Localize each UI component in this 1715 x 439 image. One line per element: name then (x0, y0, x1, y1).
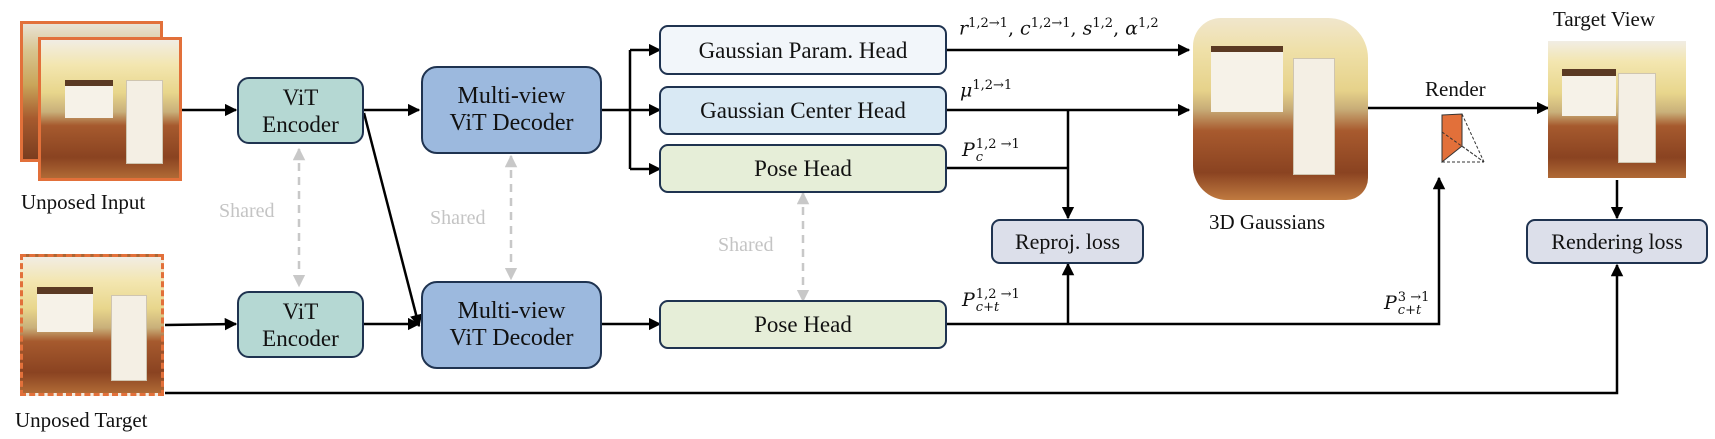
rendering-loss-box: Rendering loss (1526, 219, 1708, 264)
center-head-output-math: μ1,2→1 (960, 78, 1013, 102)
shared-label-encoder: Shared (219, 200, 275, 222)
unposed-input-image (38, 37, 182, 181)
vit-encoder-top-line2: Encoder (262, 111, 339, 137)
vit-encoder-bottom-line2: Encoder (262, 325, 339, 351)
vit-encoder-bottom-line1: ViT (282, 298, 319, 324)
arrow-encoder-top-to-decoder-bottom (362, 112, 423, 328)
gaussian-param-head: Gaussian Param. Head (659, 25, 947, 75)
decoder-bottom-line2: ViT Decoder (449, 325, 574, 351)
unposed-input-label: Unposed Input (21, 190, 146, 214)
3d-gaussians-label: 3D Gaussians (1209, 210, 1326, 234)
vit-encoder-bottom: ViT Encoder (237, 291, 364, 358)
pose-head-top: Pose Head (659, 144, 947, 193)
multiview-vit-decoder-bottom: Multi-view ViT Decoder (421, 281, 602, 369)
vit-encoder-top-line1: ViT (282, 84, 319, 110)
target-view-label: Target View (1553, 7, 1656, 31)
pose-head-bottom: Pose Head (659, 300, 947, 349)
3d-gaussians-image (1193, 18, 1368, 200)
shared-label-decoder: Shared (430, 207, 486, 229)
line-decoder-top-fork (601, 50, 632, 169)
vit-encoder-top: ViT Encoder (237, 77, 364, 144)
decoder-top-line1: Multi-view (457, 83, 566, 109)
gaussian-center-head: Gaussian Center Head (659, 86, 947, 135)
decoder-top-line2: ViT Decoder (449, 110, 574, 136)
reproj-loss-box: Reproj. loss (991, 219, 1144, 264)
camera-frustum-icon (1441, 113, 1485, 164)
param-head-output-math: r1,2→1, c1,2→1, s1,2, α1,2 (959, 16, 1159, 40)
shared-label-pose: Shared (718, 234, 774, 256)
decoder-bottom-line1: Multi-view (457, 298, 566, 324)
multiview-vit-decoder-top: Multi-view ViT Decoder (421, 66, 602, 154)
render-label: Render (1425, 77, 1486, 101)
arrow-target-to-encoder-bottom (164, 317, 238, 331)
arrow-target-to-rendering-loss (165, 263, 1624, 395)
target-view-image (1548, 41, 1686, 178)
unposed-target-image (20, 254, 164, 396)
line-pose-bottom-to-camera (946, 176, 1446, 326)
unposed-target-label: Unposed Target (15, 408, 148, 432)
